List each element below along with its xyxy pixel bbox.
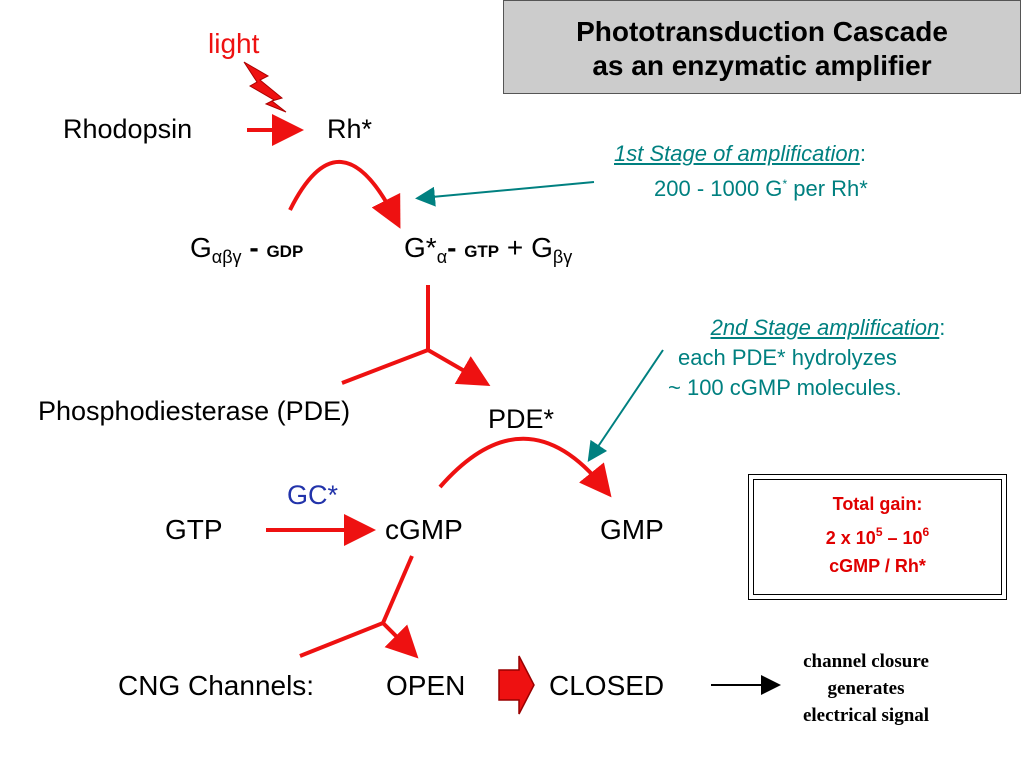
g-protein-g: G bbox=[190, 232, 212, 263]
stage2-annotation: 2nd Stage amplification: each PDE* hydro… bbox=[668, 313, 988, 403]
stage1-colon: : bbox=[859, 141, 866, 166]
total-gain-unit: cGMP / Rh* bbox=[829, 556, 926, 576]
total-gain-title: Total gain: bbox=[832, 494, 923, 514]
stage2-line2: each PDE* hydrolyzes bbox=[678, 345, 897, 370]
total-gain-inner: Total gain: 2 x 105 – 106 cGMP / Rh* bbox=[753, 479, 1002, 595]
g-beta-gamma-g: G bbox=[531, 232, 553, 263]
g-active-g: G* bbox=[404, 232, 437, 263]
light-label: light bbox=[208, 28, 260, 59]
arrow-cgmp-to-cng-left bbox=[299, 621, 384, 658]
stage2-line3: ~ 100 cGMP molecules. bbox=[668, 375, 902, 400]
arrow-g-to-pde-right bbox=[427, 348, 491, 386]
arrow-cgmp-to-cng-right bbox=[381, 621, 419, 659]
g-protein-label: Gαβγ - GDP bbox=[190, 232, 303, 273]
g-beta-gamma-sub: βγ bbox=[552, 247, 573, 267]
signal-line-1: channel closure bbox=[803, 651, 929, 672]
stage1-value-b: per Rh* bbox=[787, 176, 868, 201]
total-gain-range: 2 x 105 – 106 bbox=[754, 518, 1001, 552]
stage2-heading: 2nd Stage amplification bbox=[710, 315, 940, 340]
signal-note: channel closure generates electrical sig… bbox=[776, 648, 956, 729]
stage1-heading: 1st Stage of amplification bbox=[614, 141, 860, 166]
lightning-bolt-icon bbox=[243, 61, 287, 113]
arrow-g-to-pde-left bbox=[341, 348, 429, 385]
stage2-pointer-arrow bbox=[587, 349, 664, 462]
stage1-sup: * bbox=[782, 177, 788, 191]
pde-star-label: PDE* bbox=[488, 404, 555, 434]
g-active-label: G*α- GTP + Gβγ bbox=[404, 232, 572, 273]
g-protein-subunits: αβγ bbox=[211, 247, 242, 267]
open-to-closed-block-arrow bbox=[498, 655, 535, 715]
stage1-pointer-arrow bbox=[415, 181, 595, 207]
total-gain-box: Total gain: 2 x 105 – 106 cGMP / Rh* bbox=[748, 474, 1007, 600]
cng-channels-label: CNG Channels: bbox=[118, 670, 315, 701]
total-gain-sup2: 6 bbox=[922, 525, 930, 539]
gmp-label: GMP bbox=[600, 514, 664, 545]
signal-line-3: electrical signal bbox=[802, 705, 930, 726]
stage1-annotation: 1st Stage of amplification: 200 - 1000 G… bbox=[614, 139, 868, 204]
total-gain-range-b: – 10 bbox=[882, 528, 923, 548]
g-active-dash: - bbox=[447, 232, 465, 263]
open-label: OPEN bbox=[386, 670, 466, 701]
cgmp-label: cGMP bbox=[385, 514, 463, 545]
gtp-label: GTP bbox=[165, 514, 223, 545]
signal-line-2: generates bbox=[827, 678, 905, 699]
g-protein-gdp: GDP bbox=[266, 242, 304, 261]
total-gain-range-a: 2 x 10 bbox=[825, 528, 876, 548]
stage1-value-a: 200 - 1000 G bbox=[654, 176, 783, 201]
g-active-sub: α bbox=[436, 247, 448, 267]
rhodopsin-label: Rhodopsin bbox=[63, 114, 193, 144]
total-gain-sup1: 5 bbox=[875, 525, 883, 539]
title-line-2: as an enzymatic amplifier bbox=[592, 50, 932, 81]
rh-star-label: Rh* bbox=[327, 114, 373, 144]
g-active-plus: + bbox=[499, 232, 532, 263]
g-active-gtp: GTP bbox=[464, 242, 500, 261]
arrow-rh-catalysis-curve bbox=[288, 160, 401, 229]
arrow-pde-catalysis-curve bbox=[438, 436, 612, 498]
stage2-colon: : bbox=[939, 315, 946, 340]
g-protein-dash: - bbox=[241, 232, 267, 263]
arrow-cgmp-to-cng-stem bbox=[381, 555, 414, 624]
closed-label: CLOSED bbox=[549, 670, 665, 701]
title-box: Phototransduction Cascade as an enzymati… bbox=[503, 0, 1021, 94]
title-line-1: Phototransduction Cascade bbox=[576, 16, 948, 47]
gc-star-label: GC* bbox=[287, 480, 339, 510]
pde-label: Phosphodiesterase (PDE) bbox=[38, 396, 351, 426]
